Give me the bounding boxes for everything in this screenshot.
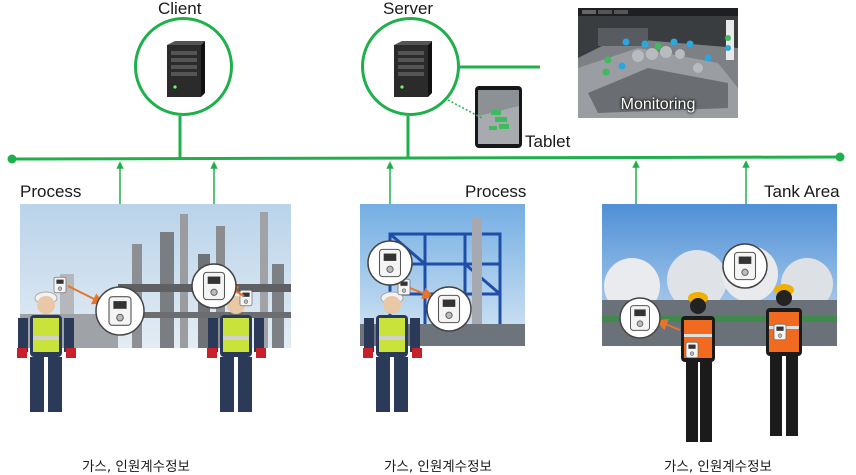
client-label: Client xyxy=(158,0,202,18)
server-icon xyxy=(394,41,432,97)
sensor-zoom-6 xyxy=(722,243,768,289)
worn-device-2 xyxy=(239,289,253,307)
area-caption-1: 가스, 인원계수정보 xyxy=(82,459,190,475)
worn-device-5 xyxy=(773,323,787,341)
client-server-icon xyxy=(167,41,205,97)
tablet-device xyxy=(475,86,522,148)
sensor-zoom-1 xyxy=(95,286,145,336)
worker-3 xyxy=(363,291,422,412)
bus-endpoint-left xyxy=(7,154,17,164)
area-title-1: Process xyxy=(20,182,82,201)
sensor-zoom-2 xyxy=(191,263,237,309)
sensor-zoom-5 xyxy=(619,297,661,339)
client-node xyxy=(134,17,233,116)
monitoring-map xyxy=(578,8,738,118)
area-caption-3: 가스, 인원계수정보 xyxy=(664,459,772,475)
tablet-screen xyxy=(478,90,519,144)
bus-endpoint-right xyxy=(835,152,845,162)
sensor-arrow-3 xyxy=(409,287,435,299)
monitoring-label: Monitoring xyxy=(620,96,696,113)
sensor-arrow-4 xyxy=(655,319,681,331)
worker-1 xyxy=(17,291,76,412)
network-bus xyxy=(11,155,841,161)
sensor-zoom-3 xyxy=(367,240,413,286)
tablet-label: Tablet xyxy=(525,132,571,151)
monitoring-screen: Monitoring xyxy=(578,8,738,118)
server-node xyxy=(361,17,460,116)
sensor-zoom-4 xyxy=(426,286,472,332)
area-title-3: Tank Area xyxy=(764,182,840,201)
server-label: Server xyxy=(383,0,434,18)
worker-2 xyxy=(207,291,266,412)
sensor-arrow-1 xyxy=(67,285,105,305)
tablet-wireless-link xyxy=(447,99,483,119)
area-caption-2: 가스, 인원계수정보 xyxy=(384,459,492,475)
worn-device-4 xyxy=(685,341,699,359)
area-title-2: Process xyxy=(465,182,527,201)
worn-device-1 xyxy=(53,276,67,294)
